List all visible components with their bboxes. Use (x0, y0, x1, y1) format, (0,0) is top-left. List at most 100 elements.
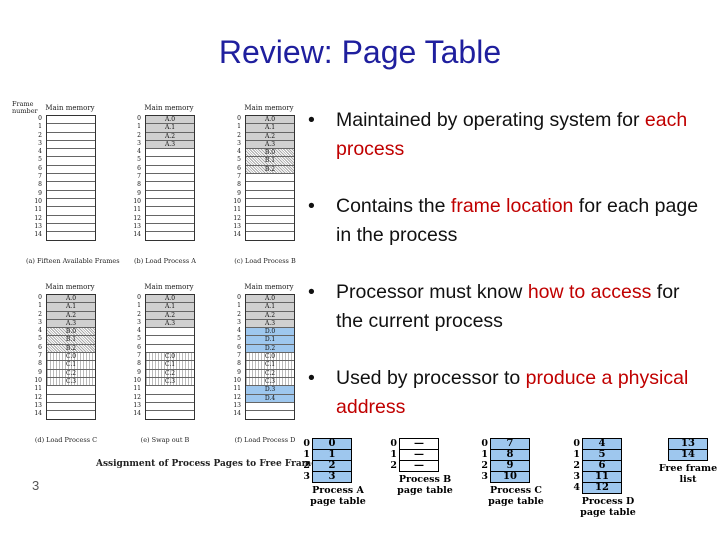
page-table-entry: 14 (681, 449, 695, 460)
memory-frame: A.2 (146, 132, 194, 141)
memory-frame (47, 174, 95, 183)
memory-frame (146, 411, 194, 419)
memory-frame: A.1 (146, 124, 194, 133)
memory-frame: A.3 (246, 319, 294, 329)
memory-frame: D.4 (246, 394, 294, 403)
memory-frame: D.0 (246, 328, 294, 337)
bullet-item: •Maintained by operating system for each… (308, 106, 708, 164)
memory-frame (47, 395, 95, 403)
memory-frame: C.2 (47, 369, 95, 378)
memory-frame: A.2 (47, 311, 95, 320)
memory-frame: C.0 (246, 353, 294, 362)
page-table-entry: 0 (313, 439, 351, 450)
memory-frame (146, 345, 194, 354)
memory-frame: A.0 (47, 295, 95, 304)
page-table-entry: 3 (328, 471, 336, 482)
page-table-entry: 7 (491, 439, 529, 450)
memory-frame: A.1 (47, 303, 95, 312)
slide-title: Review: Page Table (218, 34, 502, 70)
memory-frame: B.2 (47, 344, 95, 354)
bullet-item: •Processor must know how to access for t… (308, 278, 708, 336)
page-table-entry: 12 (595, 482, 609, 493)
memory-frame: A.1 (246, 303, 294, 312)
memory-frame: B.2 (246, 165, 294, 175)
page-table-entry: — (414, 460, 424, 471)
memory-frame (246, 174, 294, 183)
memory-header: Main memory (244, 283, 294, 291)
memory-frame (47, 386, 95, 395)
memory-frame (146, 232, 194, 240)
memory-header: Main memory (45, 283, 95, 291)
memory-frame: A.3 (47, 319, 95, 329)
memory-frame (146, 216, 194, 224)
page-table-entry: 11 (583, 472, 621, 483)
bullet-dot: • (308, 367, 315, 389)
memory-frame: C.3 (246, 377, 294, 387)
slide-number: 3 (32, 478, 40, 493)
memory-header: Main memory (144, 104, 194, 112)
memory-frame (146, 199, 194, 208)
memory-frame (246, 182, 294, 191)
memory-frame (47, 182, 95, 191)
memory-frame: C.0 (47, 353, 95, 362)
bullet-item: •Used by processor to produce a physical… (308, 364, 708, 422)
memory-header: Main memory (45, 104, 95, 112)
memory-frame: C.3 (47, 377, 95, 387)
memory-header: Main memory (144, 283, 194, 291)
memory-frame (47, 216, 95, 224)
memory-frame (47, 133, 95, 141)
memory-frame: D.3 (246, 386, 294, 395)
memory-frame (246, 403, 294, 412)
memory-frame (47, 411, 95, 419)
memory-frame: A.3 (146, 319, 194, 329)
memory-header: Main memory (244, 104, 294, 112)
memory-frame: A.0 (146, 116, 194, 125)
memory-frame: A.3 (146, 140, 194, 150)
memory-frame: C.1 (146, 361, 194, 370)
memory-frame: A.1 (146, 303, 194, 312)
memory-frame (146, 157, 194, 166)
memory-frame: A.2 (246, 311, 294, 320)
memory-frame: B.0 (47, 328, 95, 337)
memory-frame (146, 166, 194, 175)
page-table-entry: 6 (583, 461, 621, 472)
memory-frame: B.0 (246, 149, 294, 158)
memory-frame: C.2 (146, 369, 194, 378)
panel-caption: (b) Load Process A (134, 257, 196, 265)
panel-caption: (d) Load Process C (34, 436, 98, 444)
memory-frame: C.2 (246, 369, 294, 378)
memory-frame (246, 216, 294, 224)
memory-frame (146, 149, 194, 158)
memory-frame (47, 149, 95, 158)
memory-frame (47, 224, 95, 233)
page-table-entry: 13 (669, 439, 707, 450)
bullet-item: •Contains the frame location for each pa… (308, 192, 708, 250)
page-table-entry: 2 (313, 461, 351, 472)
panel-caption: (c) Load Process B (234, 257, 296, 265)
memory-frame: D.2 (246, 344, 294, 354)
memory-frame: A.3 (246, 140, 294, 150)
memory-frame (146, 174, 194, 183)
memory-frame (47, 199, 95, 208)
memory-frame: A.1 (246, 124, 294, 133)
page-table-entry: 9 (491, 461, 529, 472)
memory-frame (146, 403, 194, 412)
memory-frame: B.1 (246, 157, 294, 166)
panel-caption: (a) Fifteen Available Frames (26, 257, 120, 265)
memory-frame: A.0 (146, 295, 194, 304)
memory-frame (146, 386, 194, 395)
page-table-entry: 8 (491, 450, 529, 461)
memory-frame (246, 232, 294, 240)
panel-caption: (e) Swap out B (140, 436, 190, 444)
memory-frame (47, 166, 95, 175)
memory-frame (146, 224, 194, 233)
memory-frame (47, 116, 95, 125)
memory-frame: A.2 (246, 132, 294, 141)
memory-frame (246, 224, 294, 233)
memory-frame (146, 182, 194, 191)
memory-frame (146, 395, 194, 403)
